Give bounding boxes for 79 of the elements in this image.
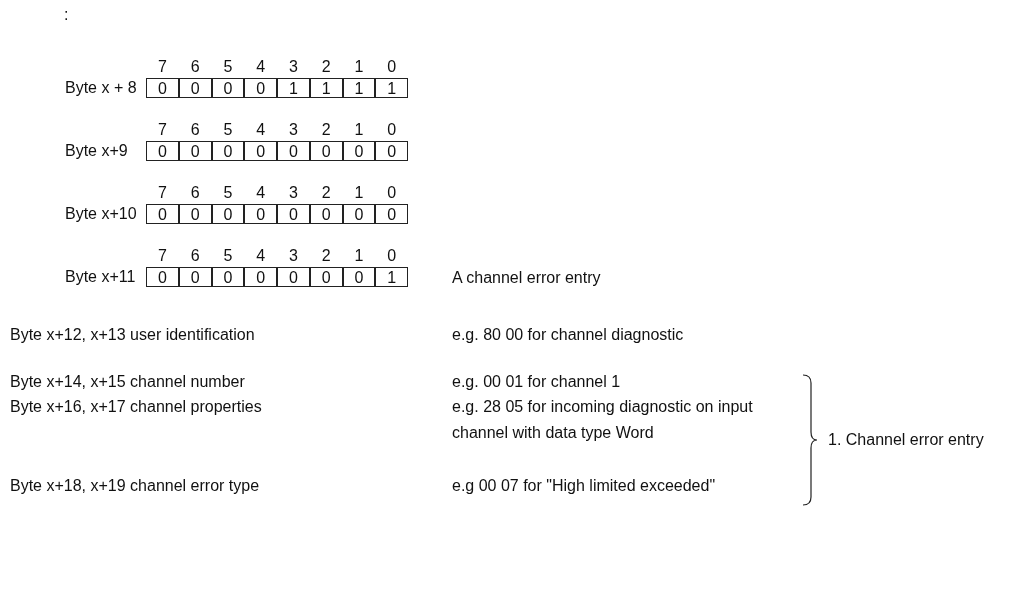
separator-text: : [64, 5, 69, 25]
bit-number: 4 [255, 247, 267, 265]
bit-number: 3 [287, 184, 299, 202]
description-text: e.g. 28 05 for incoming diagnostic on input channel with data type Word [452, 397, 754, 443]
bit-cell: 1 [375, 78, 408, 98]
bit-number: 6 [189, 58, 201, 76]
bit-number: 0 [386, 121, 398, 139]
bit-number: 5 [222, 58, 234, 76]
bit-number: 2 [320, 184, 332, 202]
byte-label: Byte x+10 [65, 204, 137, 224]
bit-cell: 0 [342, 141, 376, 161]
bit-cell: 0 [309, 267, 343, 287]
bit-cell: 0 [277, 267, 310, 287]
byte-label: Byte x+9 [65, 141, 128, 161]
field-label: Byte x+18, x+19 channel error type [10, 476, 260, 496]
bit-cell: 0 [146, 141, 179, 161]
bit-number: 7 [156, 58, 168, 76]
bit-cell: 0 [211, 141, 245, 161]
bit-number: 1 [353, 58, 365, 76]
bit-number: 6 [189, 247, 201, 265]
bit-cell: 0 [277, 204, 310, 224]
bit-number: 4 [255, 184, 267, 202]
bit-cell: 0 [244, 204, 277, 224]
bit-cell: 1 [342, 78, 376, 98]
bit-number: 5 [222, 247, 234, 265]
bit-cell: 1 [277, 78, 310, 98]
bit-cell: 0 [146, 78, 179, 98]
bit-number: 4 [255, 121, 267, 139]
bit-cell: 0 [342, 204, 376, 224]
bit-cell: 1 [375, 267, 408, 287]
bit-cell: 0 [178, 78, 212, 98]
bit-number: 3 [287, 247, 299, 265]
description-text: A channel error entry [452, 268, 601, 288]
bit-cell: 0 [342, 267, 376, 287]
bit-number: 7 [156, 121, 168, 139]
bit-number: 1 [353, 247, 365, 265]
bit-number: 6 [189, 184, 201, 202]
field-label: Byte x+14, x+15 channel number [10, 372, 245, 392]
bit-cell: 1 [309, 78, 343, 98]
bit-cell: 0 [244, 141, 277, 161]
description-text: e.g. 00 01 for channel 1 [452, 372, 621, 392]
byte-label: Byte x + 8 [65, 78, 137, 98]
bit-cell: 0 [244, 267, 277, 287]
bit-cell: 0 [146, 204, 179, 224]
bit-cell: 0 [375, 204, 408, 224]
field-label: Byte x+12, x+13 user identification [10, 325, 255, 345]
bit-number: 3 [287, 121, 299, 139]
bit-cell: 0 [178, 204, 212, 224]
bit-number: 7 [156, 184, 168, 202]
bit-number: 5 [222, 184, 234, 202]
bit-cell: 0 [178, 141, 212, 161]
bit-number: 2 [320, 58, 332, 76]
description-text: e.g 00 07 for "High limited exceeded" [452, 476, 717, 496]
bit-cell: 0 [244, 78, 277, 98]
bit-number: 0 [386, 58, 398, 76]
group-label: 1. Channel error entry [828, 430, 984, 450]
bit-cell: 0 [277, 141, 310, 161]
bit-cell: 0 [309, 204, 343, 224]
bit-number: 2 [320, 247, 332, 265]
bit-cell: 0 [211, 78, 245, 98]
bit-number: 6 [189, 121, 201, 139]
bit-cell: 0 [211, 267, 245, 287]
bit-number: 5 [222, 121, 234, 139]
field-label: Byte x+16, x+17 channel properties [10, 397, 262, 417]
bit-number: 0 [386, 247, 398, 265]
bit-cell: 0 [211, 204, 245, 224]
byte-label: Byte x+11 [65, 267, 136, 287]
bit-number: 0 [386, 184, 398, 202]
bit-number: 1 [353, 121, 365, 139]
bit-number: 1 [353, 184, 365, 202]
bit-number: 4 [255, 58, 267, 76]
bit-cell: 0 [146, 267, 179, 287]
bit-cell: 0 [309, 141, 343, 161]
description-text: e.g. 80 00 for channel diagnostic [452, 325, 684, 345]
bit-number: 3 [287, 58, 299, 76]
bit-cell: 0 [375, 141, 408, 161]
bit-number: 2 [320, 121, 332, 139]
bit-number: 7 [156, 247, 168, 265]
bit-cell: 0 [178, 267, 212, 287]
